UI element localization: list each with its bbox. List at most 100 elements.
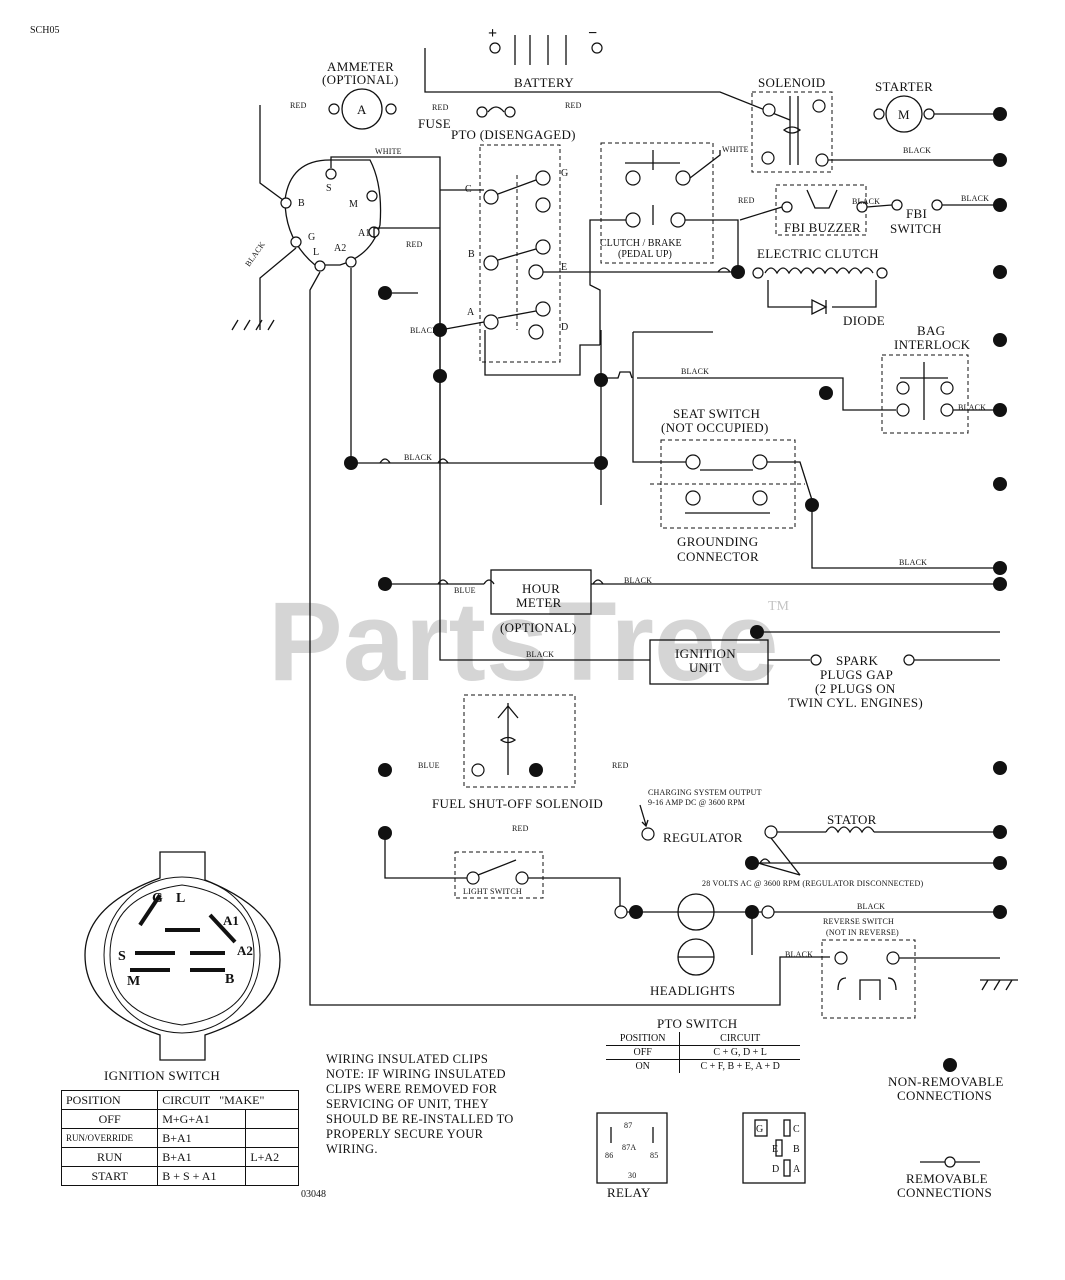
header-circuit: CIRCUIT "MAKE": [157, 1090, 299, 1110]
note-line: SERVICING OF UNIT, THEY: [326, 1097, 490, 1111]
cell-extra: [245, 1109, 299, 1129]
ign-term-m: M: [349, 199, 358, 210]
light-switch: LIGHT SWITCH: [454, 851, 544, 899]
pto-pin-a: A: [793, 1164, 801, 1175]
header-circuit-text: CIRCUIT: [162, 1092, 211, 1107]
wire-label-white: WHITE: [375, 147, 402, 156]
note-line: WIRING.: [326, 1142, 378, 1156]
cell-position: OFF: [60, 1109, 159, 1129]
battery-pos-terminal: [489, 42, 501, 54]
non-removable-connections: [344, 107, 1007, 919]
seat-switch-sub: (NOT OCCUPIED): [661, 420, 769, 435]
relay-pin-87a: 87A: [622, 1143, 636, 1152]
solenoid: SOLENOID: [751, 75, 833, 173]
seat-switch: SEAT SWITCH (NOT OCCUPIED) GROUNDING CON…: [650, 406, 805, 564]
clutch-brake-switch: CLUTCH / BRAKE (PEDAL UP): [600, 142, 714, 264]
clutch-brake-label: CLUTCH / BRAKE: [600, 238, 682, 249]
wire-label-black-pto: BLACK: [410, 326, 438, 335]
reverse-switch-label: REVERSE SWITCH: [823, 917, 894, 926]
wire-label-black-bag-2: BLACK: [958, 403, 986, 412]
pto-term-b: B: [468, 249, 475, 260]
header-make: "MAKE": [219, 1092, 265, 1107]
table-row: OFF M+G+A1: [60, 1109, 299, 1129]
note-line: WIRING INSULATED CLIPS: [326, 1052, 489, 1066]
starter-label: STARTER: [875, 79, 933, 94]
battery-negative: −: [588, 25, 597, 42]
spark-plugs: SPARK PLUGS GAP (2 PLUGS ON TWIN CYL. EN…: [788, 653, 1000, 710]
spark-label-2: PLUGS GAP: [820, 667, 893, 682]
cell-circuit: B+A1: [157, 1147, 247, 1167]
table-row: OFF C + G, D + L: [606, 1045, 800, 1060]
fuse-wire-red: RED: [432, 103, 449, 112]
ignition-switch-table: POSITION CIRCUIT "MAKE" OFF M+G+A1 RUN/O…: [60, 1090, 299, 1186]
wire-label-red-5: RED: [512, 824, 529, 833]
wire-label-black-sol: BLACK: [903, 146, 931, 155]
battery: + − BATTERY: [488, 25, 603, 90]
wire-label-black-hl: BLACK: [857, 902, 885, 911]
table-header-row: POSITION CIRCUIT "MAKE": [60, 1090, 299, 1110]
pto-switch-table: POSITION CIRCUIT OFF C + G, D + L ON C +…: [606, 1032, 800, 1073]
wiring-clips-note: WIRING INSULATED CLIPS NOTE: IF WIRING I…: [326, 1052, 514, 1157]
ignition-unit-sub: UNIT: [689, 660, 721, 675]
table-row: ON C + F, B + E, A + D: [606, 1059, 800, 1073]
hour-meter-sub: METER: [516, 595, 562, 610]
ammeter-symbol: [341, 88, 383, 130]
fuel-shutoff-solenoid: FUEL SHUT-OFF SOLENOID: [432, 694, 603, 811]
reverse-switch: REVERSE SWITCH (NOT IN REVERSE): [821, 917, 916, 1019]
diode-label: DIODE: [843, 313, 885, 328]
ammeter-optional: (OPTIONAL): [322, 72, 399, 87]
cell-circuit: B + S + A1: [157, 1166, 247, 1186]
spark-label-1: SPARK: [836, 653, 879, 668]
wire-label-black-ign-unit: BLACK: [526, 650, 554, 659]
bag-interlock-switch: BAG INTERLOCK: [881, 323, 970, 434]
relay-pin-86: 86: [605, 1151, 613, 1160]
wire-label-black-fbi: BLACK: [852, 197, 880, 206]
switch-face-b: B: [225, 972, 234, 987]
wire-label-red-4: RED: [612, 761, 629, 770]
pto-term-d: D: [561, 322, 568, 333]
pto-header-circuit: CIRCUIT: [720, 1033, 761, 1044]
headlights-label: HEADLIGHTS: [650, 983, 735, 998]
legend-removable-1: REMOVABLE: [906, 1171, 988, 1186]
pto-cell-position: ON: [606, 1059, 681, 1073]
battery-label: BATTERY: [514, 75, 574, 90]
pto-pin-e: E: [772, 1144, 778, 1155]
ignition-switch-connector: B S M G L A2 A1: [280, 159, 382, 272]
switch-face-l: L: [176, 891, 185, 906]
pto-term-a: A: [467, 307, 475, 318]
wire-label-red-2: RED: [406, 240, 423, 249]
wire-label-black-rev: BLACK: [785, 950, 813, 959]
stator-label: STATOR: [827, 812, 877, 827]
fbi-switch-label-2: SWITCH: [890, 221, 942, 236]
battery-neg-terminal: [591, 42, 603, 54]
pto-table-title: PTO SWITCH: [657, 1016, 738, 1031]
ignition-switch-label: IGNITION SWITCH: [104, 1068, 220, 1083]
relay: 87 87A 86 85 30 RELAY: [596, 1112, 668, 1200]
watermark: PartsTree: [268, 579, 779, 704]
ign-term-s: S: [326, 183, 332, 194]
cell-extra: [245, 1128, 299, 1148]
bag-interlock-label-1: BAG: [917, 323, 945, 338]
cell-circuit: B+A1: [157, 1128, 247, 1148]
note-line: NOTE: IF WIRING INSULATED: [326, 1067, 506, 1081]
hour-meter-optional: (OPTIONAL): [500, 620, 577, 635]
doc-code: SCH05: [30, 25, 59, 36]
pto-pin-layout: G C E B D A: [742, 1112, 806, 1184]
ignition-unit: IGNITION UNIT: [649, 639, 769, 685]
seat-switch-label: SEAT SWITCH: [673, 406, 760, 421]
cell-extra: L+A2: [245, 1147, 299, 1167]
watermark-tm: TM: [768, 599, 790, 614]
pto-term-g: G: [561, 168, 568, 179]
pto-label: PTO (DISENGAGED): [451, 127, 576, 142]
cell-position: RUN/OVERRIDE: [60, 1128, 159, 1148]
headlights: HEADLIGHTS: [614, 893, 775, 998]
table-header-row: POSITION CIRCUIT: [606, 1032, 800, 1046]
light-switch-label: LIGHT SWITCH: [463, 887, 522, 896]
battery-positive: +: [488, 25, 497, 42]
wire-label-black-fbi-2: BLACK: [961, 194, 989, 203]
non-removable-symbol: [943, 1058, 957, 1072]
wire-label-white-2: WHITE: [722, 145, 749, 154]
fbi-buzzer-label: FBI BUZZER: [784, 220, 861, 235]
switch-face-a1: A1: [223, 913, 239, 928]
regulator-label: REGULATOR: [663, 830, 743, 845]
